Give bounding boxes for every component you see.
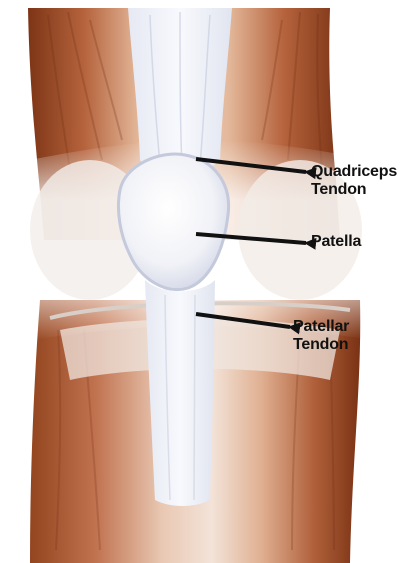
label-patellar-tendon-line2: Tendon bbox=[293, 336, 349, 354]
label-patella: Patella bbox=[311, 233, 361, 251]
label-patellar-tendon: Patellar Tendon bbox=[293, 318, 349, 354]
label-patellar-tendon-line1: Patellar bbox=[293, 318, 349, 336]
label-quadriceps-tendon-line2: Tendon bbox=[311, 181, 397, 199]
label-quadriceps-tendon: Quadriceps Tendon bbox=[311, 163, 397, 199]
label-quadriceps-tendon-line1: Quadriceps bbox=[311, 163, 397, 181]
label-patella-line1: Patella bbox=[311, 233, 361, 251]
